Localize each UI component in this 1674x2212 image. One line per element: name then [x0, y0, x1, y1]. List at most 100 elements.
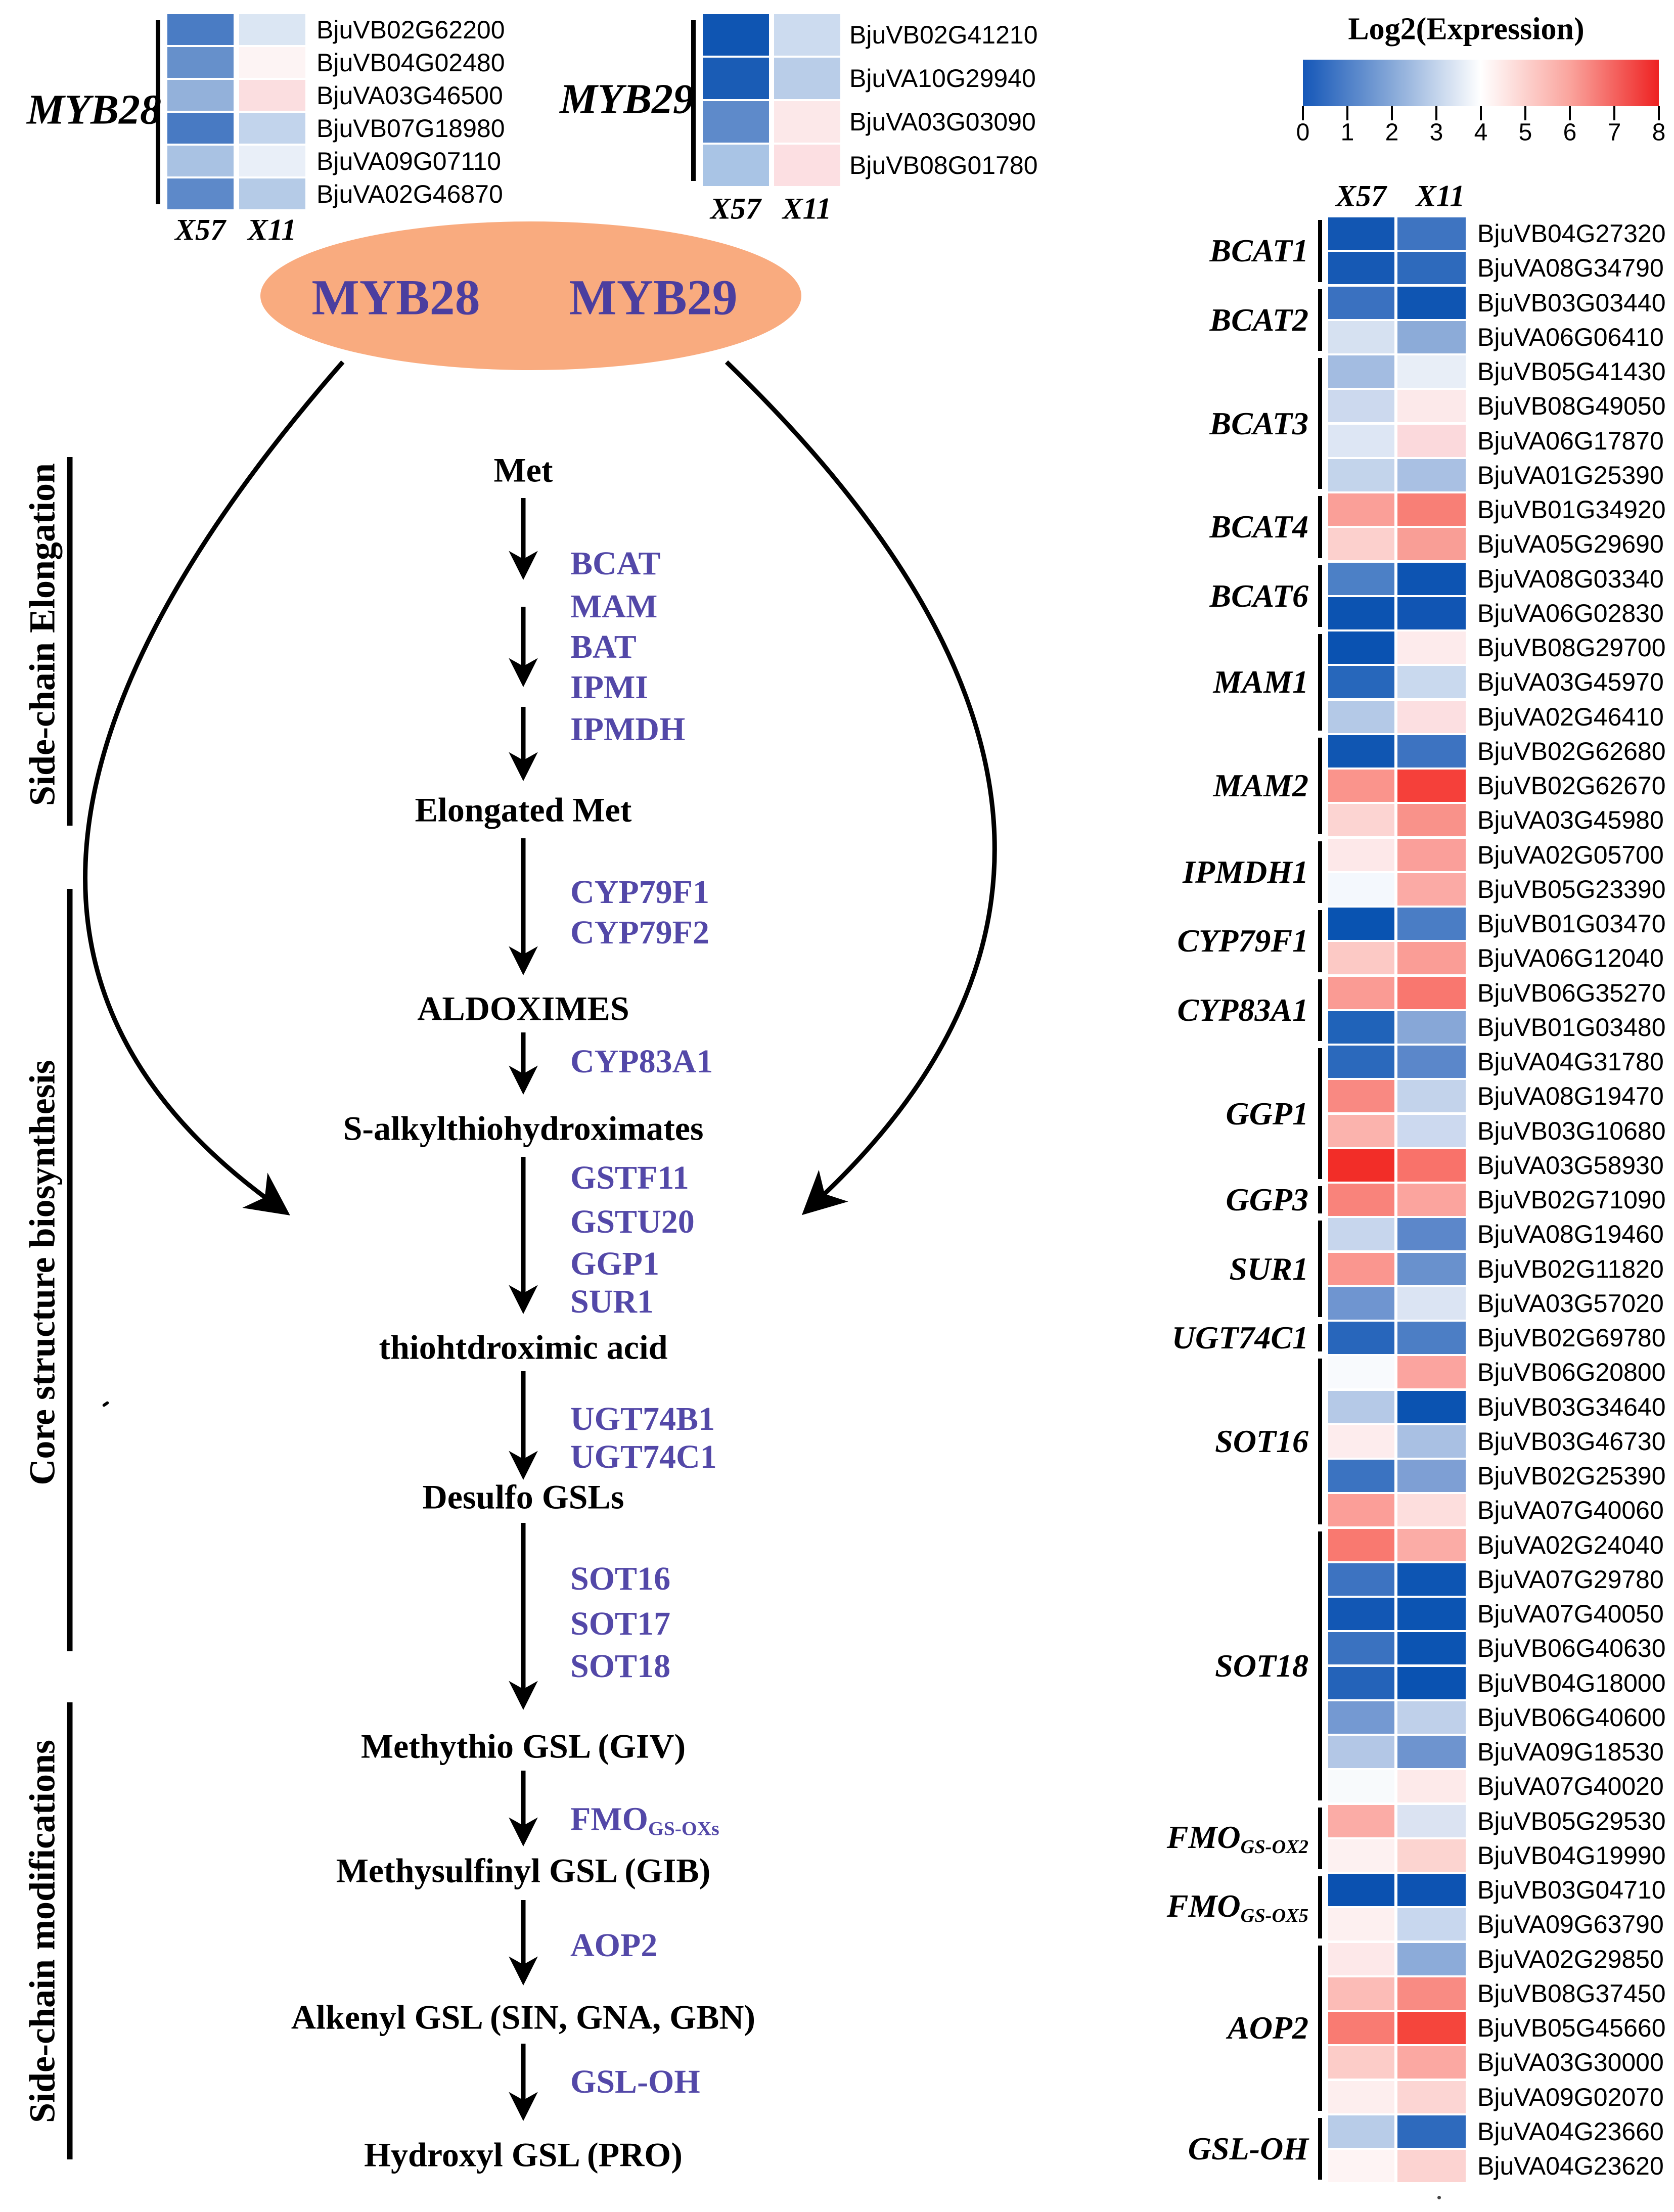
heatmap-cell: [239, 178, 305, 209]
gene-label: BjuVB03G04710: [1477, 1876, 1666, 1904]
gene-label: BjuVA02G46410: [1477, 702, 1664, 731]
enzyme-label-sot18: SOT18: [570, 1648, 671, 1685]
enzyme-label-sot17: SOT17: [570, 1605, 671, 1642]
gene-label: BjuVA03G57020: [1477, 1289, 1664, 1318]
column-header-x57: X57: [174, 213, 226, 247]
heatmap-cell: [239, 80, 305, 111]
legend-title: Log2(Expression): [1348, 12, 1585, 47]
heatmap-cell: [1397, 1080, 1466, 1113]
heatmap-cell: [167, 146, 234, 176]
heatmap-cell: [1397, 1908, 1466, 1941]
gene-label: BjuVB08G37450: [1477, 1979, 1666, 2008]
column-header-x57: X57: [1335, 179, 1387, 213]
enzyme-label-fmo: FMOGS-OXs: [570, 1800, 719, 1840]
gene-label: BjuVB08G29700: [1477, 634, 1666, 662]
gene-label: BjuVA03G45980: [1477, 806, 1664, 835]
gene-label: BjuVA03G45970: [1477, 668, 1664, 697]
heatmap-cell: [1397, 1874, 1466, 1906]
family-label-ggp3: GGP3: [1226, 1182, 1308, 1218]
heatmap-cell: [1328, 1977, 1394, 2010]
heatmap-cell: [774, 101, 840, 143]
family-label-bcat3: BCAT3: [1209, 405, 1308, 441]
heatmap-cell: [1328, 597, 1394, 629]
legend-tick-mark: [1346, 106, 1348, 120]
gene-label: BjuVA02G05700: [1477, 840, 1664, 869]
heatmap-cell: [1328, 942, 1394, 975]
heatmap-cell: [1397, 1149, 1466, 1182]
enzyme-label-ipmdh: IPMDH: [570, 711, 686, 748]
legend-tick-mark: [1569, 106, 1571, 120]
gene-label: BjuVA07G40020: [1477, 1772, 1664, 1801]
ellipse-myb29-label: MYB29: [569, 269, 738, 326]
heatmap-cell: [1328, 1494, 1394, 1527]
gene-label: BjuVB02G41210: [849, 21, 1038, 49]
family-label-mam1: MAM1: [1213, 664, 1309, 700]
heatmap-cell: [1328, 528, 1394, 561]
heatmap-cell: [1328, 2115, 1394, 2148]
metabolite-label: Methythio GSL (GIV): [360, 1727, 686, 1766]
heatmap-cell: [1397, 804, 1466, 837]
heatmap-cell: [1328, 1943, 1394, 1975]
gene-label: BjuVA08G19470: [1477, 1082, 1664, 1111]
family-label-aop2: AOP2: [1228, 2010, 1308, 2046]
heatmap-cell: [1397, 1666, 1466, 1699]
heatmap-cell: [1397, 1528, 1466, 1561]
family-label-bcat6: BCAT6: [1209, 577, 1308, 614]
family-label-ugt74c1: UGT74C1: [1171, 1320, 1308, 1356]
enzyme-label-cyp79f1: CYP79F1: [570, 874, 709, 911]
enzyme-label-subscript: GS-OXs: [648, 1817, 719, 1840]
family-label-bcat4: BCAT4: [1209, 509, 1308, 545]
heatmap-cell: [703, 14, 769, 56]
family-bracket-line: [1318, 1359, 1322, 1524]
gene-label: BjuVB07G18980: [316, 114, 505, 143]
gene-label: BjuVB06G20800: [1477, 1358, 1666, 1387]
family-bracket-line: [1318, 1876, 1322, 1938]
heatmap-cell: [1397, 976, 1466, 1009]
family-label-mam2: MAM2: [1213, 768, 1309, 804]
family-label-ipmdh1: IPMDH1: [1183, 853, 1308, 890]
heatmap-cell: [1328, 493, 1394, 526]
gene-label: BjuVB08G01780: [849, 151, 1038, 179]
heatmap-cell: [1397, 1114, 1466, 1147]
legend-tick-mark: [1480, 106, 1482, 120]
family-bracket-line: [1318, 220, 1322, 282]
legend-gradient-bar: [1303, 60, 1659, 106]
metabolite-label: Methysulfinyl GSL (GIB): [336, 1851, 711, 1890]
metabolite-label: Desulfo GSLs: [422, 1477, 624, 1516]
gene-label: BjuVA07G40050: [1477, 1600, 1664, 1628]
heatmap-cell: [1397, 1252, 1466, 1285]
heatmap-cell: [1397, 1736, 1466, 1768]
heatmap-cell: [239, 47, 305, 78]
heatmap-cell: [1397, 1356, 1466, 1389]
gene-label: BjuVA08G03340: [1477, 564, 1664, 593]
family-label-subscript: GS-OX5: [1240, 1905, 1308, 1927]
heatmap-cell: [1397, 1598, 1466, 1630]
family-bracket-line: [1318, 841, 1322, 903]
legend-tick-label: 5: [1518, 119, 1532, 146]
gene-label: BjuVA06G17870: [1477, 426, 1664, 455]
heatmap-cell: [167, 47, 234, 78]
column-header-x11: X11: [782, 192, 832, 225]
family-bracket-line: [1318, 289, 1322, 351]
heatmap-cell: [167, 178, 234, 209]
gene-label: BjuVB04G18000: [1477, 1668, 1666, 1697]
legend-tick-label: 7: [1607, 119, 1621, 146]
gene-label: BjuVA08G19460: [1477, 1220, 1664, 1249]
family-bracket-line: [1318, 1186, 1322, 1214]
heatmap-cell: [1328, 700, 1394, 733]
heatmap-cell: [1328, 666, 1394, 699]
enzyme-label-ipmi: IPMI: [570, 669, 648, 706]
gene-label: BjuVB06G35270: [1477, 978, 1666, 1007]
heatmap-cell: [703, 145, 769, 186]
enzyme-label-gsl-oh: GSL-OH: [570, 2063, 700, 2100]
heatmap-cell: [1397, 770, 1466, 802]
heatmap-cell: [1328, 1804, 1394, 1837]
ellipse-myb28-label: MYB28: [311, 269, 480, 326]
gene-label: BjuVA01G25390: [1477, 461, 1664, 489]
heatmap-cell: [774, 58, 840, 99]
heatmap-cell: [1328, 1839, 1394, 1872]
gene-label: BjuVB04G02480: [316, 48, 505, 77]
heatmap-cell: [1397, 252, 1466, 285]
enzyme-label-cyp83a1: CYP83A1: [570, 1043, 713, 1080]
heatmap-cell: [1397, 528, 1466, 561]
